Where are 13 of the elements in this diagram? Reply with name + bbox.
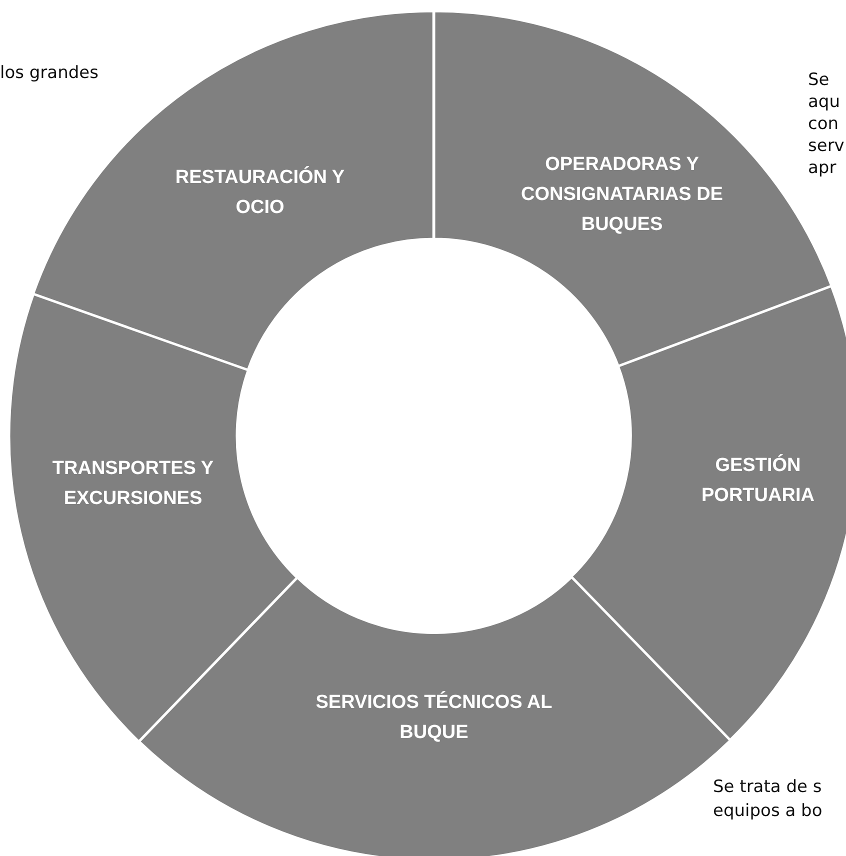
note-text: aqu — [808, 91, 840, 113]
segment-label: TRANSPORTES Y EXCURSIONES — [51, 456, 215, 511]
note-text: Se — [808, 69, 830, 91]
segment-label: SERVICIOS TÉCNICOS AL BUQUE — [314, 690, 554, 745]
note-text: serv — [808, 135, 844, 157]
note-text: con — [808, 113, 839, 135]
note-text: los grandes — [0, 62, 98, 84]
segment-label: OPERADORAS Y CONSIGNATARIAS DE BUQUES — [520, 153, 724, 237]
segment-label: GESTIÓN PORTUARIA — [700, 453, 816, 508]
note-text: Se trata de s — [713, 776, 822, 798]
segment-label: RESTAURACIÓN Y OCIO — [174, 165, 346, 220]
note-text: apr — [808, 157, 836, 179]
note-text: equipos a bo — [713, 800, 822, 822]
